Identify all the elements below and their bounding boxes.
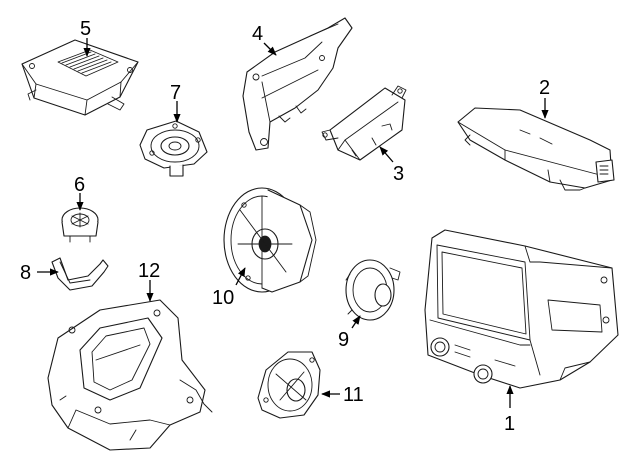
leader-lines — [37, 38, 549, 408]
callout-3: 3 — [393, 163, 404, 185]
leader-3 — [379, 146, 394, 163]
callout-11: 11 — [343, 384, 364, 406]
callout-6: 6 — [74, 174, 85, 196]
leader-10 — [235, 267, 246, 286]
leader-4 — [263, 42, 277, 56]
callout-12: 12 — [138, 260, 160, 282]
part-7-tweeter-speaker[interactable] — [139, 120, 208, 177]
part-1-head-unit-display[interactable] — [424, 229, 619, 389]
callout-8: 8 — [20, 262, 31, 284]
part-12-subwoofer-enclosure[interactable] — [47, 299, 213, 451]
callout-4: 4 — [252, 23, 263, 45]
part-11-speaker[interactable] — [257, 351, 321, 419]
part-9-midrange-speaker[interactable] — [345, 259, 401, 321]
callout-2: 2 — [539, 77, 550, 99]
part-2-electronic-module[interactable] — [457, 107, 615, 191]
part-8-mounting-clip[interactable] — [51, 257, 109, 291]
part-5-amplifier-module[interactable] — [21, 39, 139, 116]
callout-10: 10 — [212, 287, 234, 309]
callout-labels: 1 2 3 4 5 6 7 8 9 10 11 12 — [20, 18, 550, 435]
callout-1: 1 — [504, 413, 515, 435]
part-3-control-module[interactable] — [321, 85, 407, 161]
part-10-woofer-speaker[interactable] — [223, 187, 317, 293]
leader-9 — [351, 315, 361, 329]
callout-7: 7 — [170, 82, 181, 104]
callout-9: 9 — [338, 329, 349, 351]
callout-5: 5 — [80, 18, 91, 40]
part-6-tweeter[interactable] — [61, 207, 99, 243]
part-4-mounting-bracket[interactable] — [242, 17, 353, 151]
